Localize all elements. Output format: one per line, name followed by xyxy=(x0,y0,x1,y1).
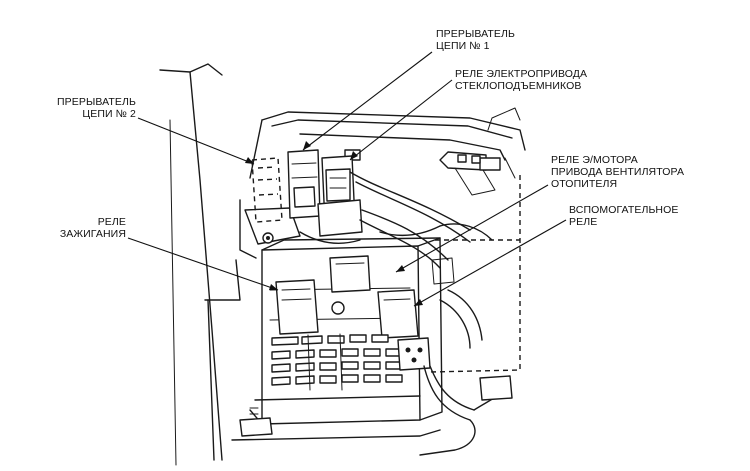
leader-window-relay xyxy=(349,79,453,161)
label-window-relay: РЕЛЕ ЭЛЕКТРОПРИВОДА СТЕКЛОПОДЪЕМНИКОВ xyxy=(455,68,587,92)
leader-aux xyxy=(413,219,567,307)
leader-breaker1 xyxy=(302,51,433,151)
label-line: ВСПОМОГАТЕЛЬНОЕ xyxy=(569,204,679,216)
label-line: ЦЕПИ № 2 xyxy=(82,108,136,120)
label-heater-fan-relay: РЕЛЕ Э/МОТОРА ПРИВОДА ВЕНТИЛЯТОРА ОТОПИТ… xyxy=(551,154,684,190)
label-line: ЗАЖИГАНИЯ xyxy=(59,228,126,240)
label-aux-relay: ВСПОМОГАТЕЛЬНОЕ РЕЛЕ xyxy=(569,204,678,228)
label-line: ПРЕРЫВАТЕЛЬ xyxy=(436,28,515,40)
label-ignition-relay: РЕЛЕ ЗАЖИГАНИЯ xyxy=(36,216,126,240)
leader-lines xyxy=(127,51,567,307)
label-line: ПРИВОДА ВЕНТИЛЯТОРА xyxy=(551,166,685,178)
label-line: ПРЕРЫВАТЕЛЬ xyxy=(57,96,136,108)
label-line: ЦЕПИ № 1 xyxy=(436,40,490,52)
label-breaker-1: ПРЕРЫВАТЕЛЬ ЦЕПИ № 1 xyxy=(436,28,515,52)
label-line: СТЕКЛОПОДЪЕМНИКОВ xyxy=(455,80,582,92)
leader-ignition xyxy=(127,237,279,291)
label-line: РЕЛЕ xyxy=(569,216,598,228)
label-line: ОТОПИТЕЛЯ xyxy=(551,178,618,190)
leader-heater-fan xyxy=(395,184,549,273)
label-line: РЕЛЕ Э/МОТОРА xyxy=(551,154,638,166)
label-breaker-2: ПРЕРЫВАТЕЛЬ ЦЕПИ № 2 xyxy=(36,96,136,120)
label-line: РЕЛЕ xyxy=(97,216,126,228)
label-line: РЕЛЕ ЭЛЕКТРОПРИВОДА xyxy=(455,68,588,80)
leader-breaker2 xyxy=(137,117,255,165)
fuse-grid xyxy=(271,333,403,391)
